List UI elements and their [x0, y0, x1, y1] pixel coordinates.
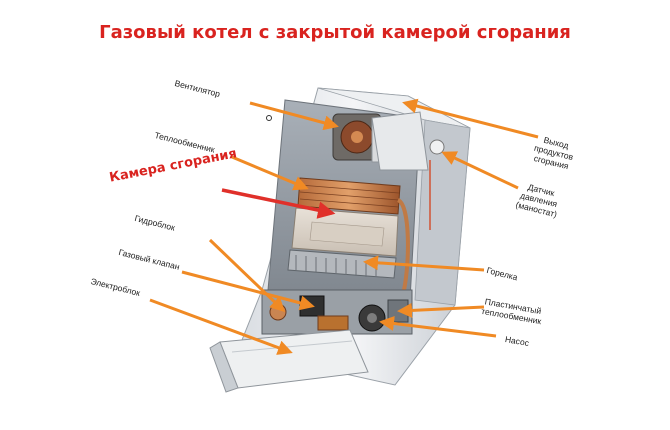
copper-pipe: [396, 198, 410, 291]
arrow-gas-valve: [181, 270, 315, 311]
arrow-fan: [249, 101, 339, 131]
hydraulic-block: [261, 289, 413, 335]
combustion-chamber: [291, 207, 399, 257]
arrow-burner: [363, 255, 485, 272]
arrow-combustion-chamber: [221, 188, 336, 219]
electronic-block: [209, 329, 369, 393]
flue-duct: [371, 111, 445, 230]
leader-arrows: [149, 98, 539, 355]
arrow-pressure-sensor: [441, 151, 519, 190]
diagram-title: Газовый котел с закрытой камерой сгорани…: [99, 22, 571, 43]
arrow-heat-exchanger: [231, 155, 309, 191]
arrow-flue-outlet: [402, 98, 539, 139]
arrow-hydroblock: [208, 238, 286, 313]
marker-dot: [266, 115, 272, 121]
arrow-pump: [379, 316, 497, 338]
arrow-electroblock: [149, 298, 293, 355]
arrow-plate-exchanger: [397, 302, 485, 318]
